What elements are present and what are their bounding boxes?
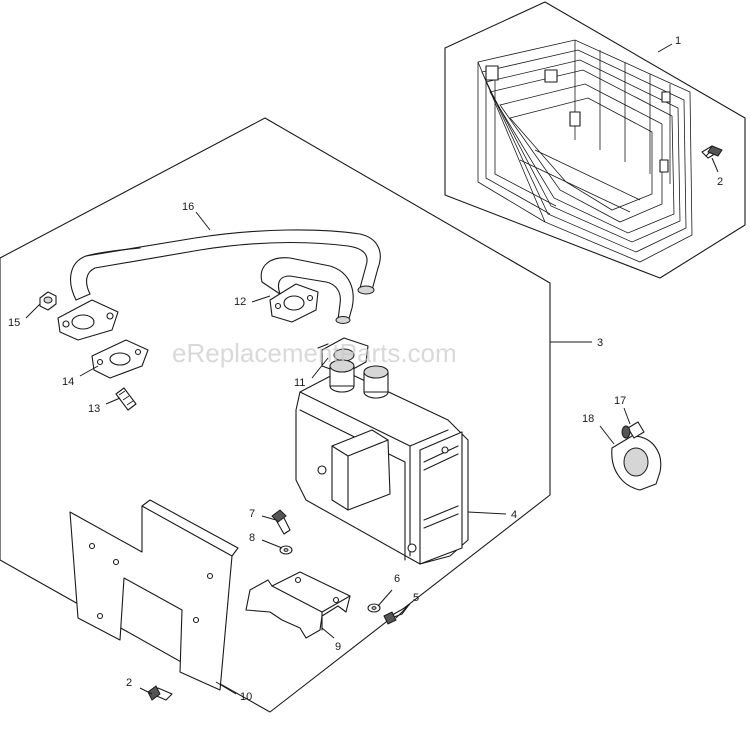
callout-1: 1 bbox=[675, 35, 681, 47]
callout-7: 7 bbox=[249, 508, 255, 520]
callout-5: 5 bbox=[413, 592, 419, 604]
bolt-top bbox=[701, 145, 723, 159]
exhaust-pipe-16 bbox=[57, 229, 381, 341]
deflector-18 bbox=[611, 435, 662, 491]
callout-11: 11 bbox=[294, 377, 305, 389]
washer-8 bbox=[279, 545, 293, 555]
guard-frame bbox=[444, 1, 746, 279]
callout-13: 13 bbox=[88, 403, 100, 415]
callout-8: 8 bbox=[249, 532, 255, 544]
callout-2-bottom: 2 bbox=[126, 677, 132, 689]
exhaust-pipe-12 bbox=[260, 257, 354, 324]
callout-12: 12 bbox=[234, 296, 246, 308]
heat-shield-10 bbox=[69, 499, 239, 691]
callout-15: 15 bbox=[8, 317, 20, 329]
muffler-4 bbox=[295, 359, 469, 565]
bolt-7 bbox=[271, 509, 291, 535]
bracket-9 bbox=[245, 571, 351, 639]
callout-4: 4 bbox=[511, 509, 517, 521]
assembly-frame-3 bbox=[0, 117, 551, 713]
callout-14: 14 bbox=[62, 376, 74, 388]
washer-6 bbox=[367, 603, 381, 613]
callout-10: 10 bbox=[240, 691, 252, 703]
nut-15 bbox=[39, 291, 57, 311]
gasket-14 bbox=[91, 339, 149, 379]
callout-16: 16 bbox=[182, 201, 194, 213]
wire-guard bbox=[477, 39, 693, 263]
bolt-bottom bbox=[147, 685, 173, 701]
screw-17 bbox=[621, 421, 645, 439]
callout-2-top: 2 bbox=[717, 176, 723, 188]
callout-18: 18 bbox=[582, 413, 594, 425]
stud-13 bbox=[115, 387, 137, 411]
callout-9: 9 bbox=[335, 641, 341, 653]
bolt-5 bbox=[383, 605, 409, 625]
callout-3: 3 bbox=[597, 337, 603, 349]
watermark: eReplacementParts.com bbox=[172, 338, 457, 368]
callout-17: 17 bbox=[614, 395, 626, 407]
callout-6: 6 bbox=[394, 573, 400, 585]
